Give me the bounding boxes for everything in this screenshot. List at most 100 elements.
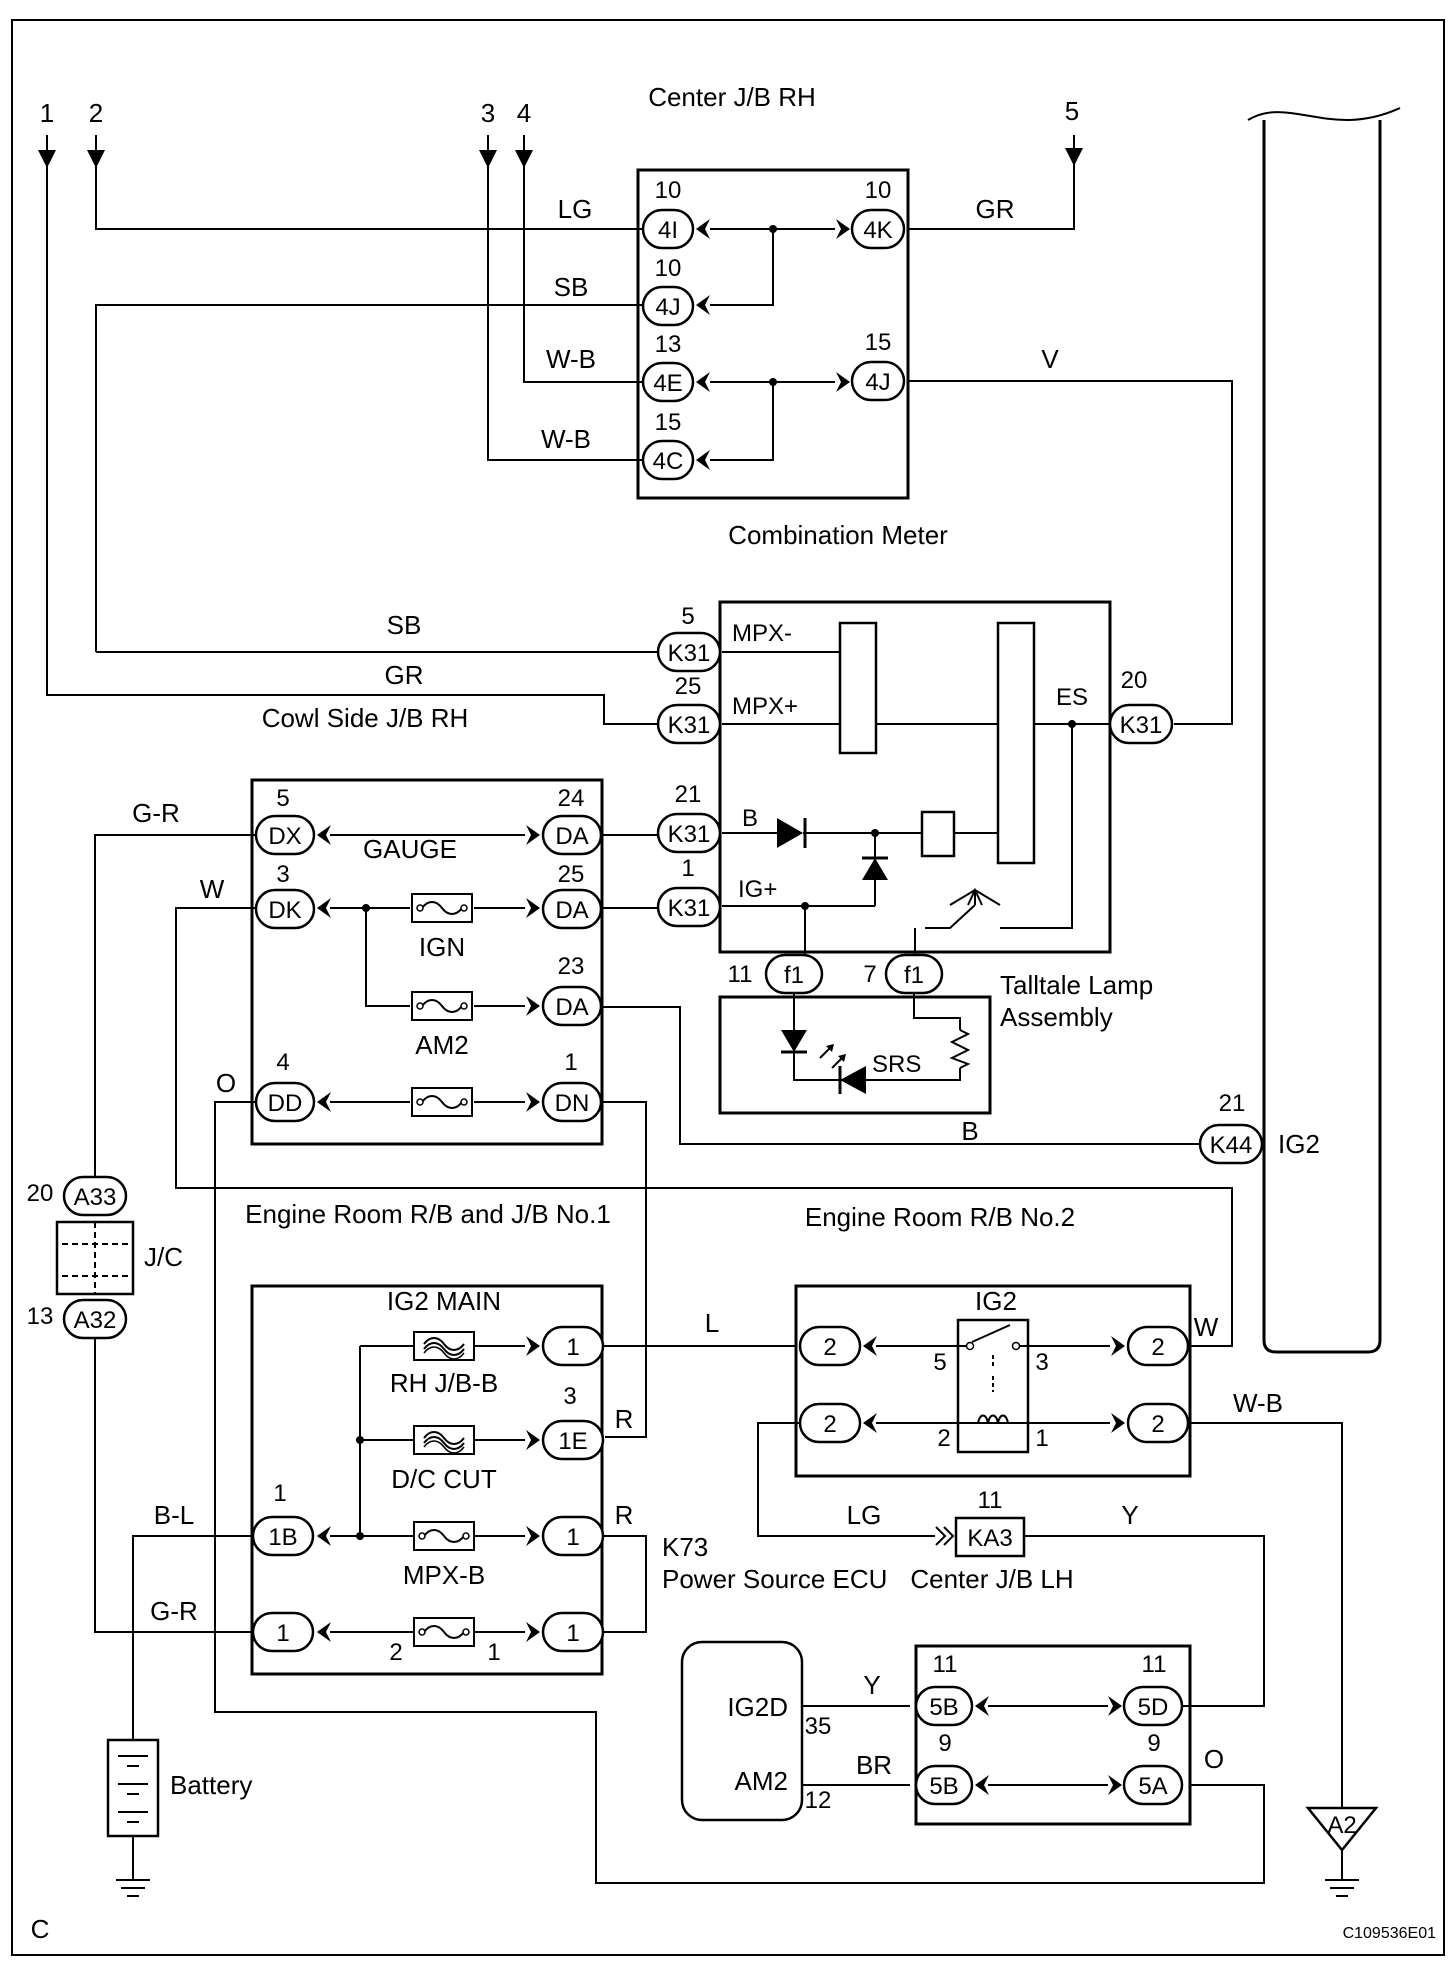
left-1-conn: 1	[276, 1620, 289, 1647]
power-source-ecu: IG2D AM2 35 12	[680, 1640, 832, 1822]
wire-l-label: L	[705, 1308, 719, 1338]
dd-conn: DD	[268, 1090, 303, 1117]
da-24-pin: 24	[558, 785, 585, 812]
1b-pin: 1	[273, 1480, 286, 1507]
talltale-box	[718, 995, 992, 1115]
erb2-conn-1: 2	[823, 1334, 836, 1361]
term-es: ES	[1056, 684, 1088, 711]
k31-21-conn: K31	[668, 821, 711, 848]
erb2-box	[794, 1284, 1192, 1478]
junction-connector: 20 A33 J/C 13 A32	[27, 1175, 183, 1340]
erb2-caption: Engine Room R/B No.2	[805, 1202, 1075, 1232]
signal-5-label: 5	[1065, 96, 1079, 126]
srs-label: SRS	[872, 1051, 921, 1078]
wire-y-ecu-label: Y	[863, 1670, 880, 1700]
center-jb-lh-label: Center J/B LH	[910, 1564, 1073, 1594]
block-5	[914, 1644, 1192, 1826]
wire-w-dk-label: W	[200, 874, 225, 904]
dx-conn: DX	[268, 823, 301, 850]
da-25-conn: DA	[555, 897, 588, 924]
dn-pin: 1	[564, 1049, 577, 1076]
dc-cut-label: D/C CUT	[391, 1464, 497, 1494]
wire-gr-dx	[94, 834, 256, 1177]
a33-conn: A33	[74, 1184, 117, 1211]
talltale-connectors: 11 f1 7 f1	[728, 953, 944, 995]
erb2-conn-4: 2	[1151, 1411, 1164, 1438]
k31-5-pin: 5	[681, 603, 694, 630]
wire-lg-label: LG	[558, 194, 593, 224]
a2-label: A2	[1327, 1812, 1356, 1839]
wire-w-dk	[175, 907, 1233, 1347]
right-1-conn-a: 1	[566, 1334, 579, 1361]
combination-meter-label: Combination Meter	[728, 520, 948, 550]
wire-wb-13	[523, 168, 645, 383]
wire-w-label: W	[1194, 1312, 1219, 1342]
signal-4-label: 4	[517, 98, 531, 128]
da-24-conn: DA	[555, 823, 588, 850]
signal-3-label: 3	[481, 98, 495, 128]
connector-k44: 21 K44 IG2	[1198, 1090, 1320, 1165]
signal-1-label: 1	[40, 98, 54, 128]
pin-4K: 10	[865, 177, 892, 204]
wire-gr-label: GR	[976, 194, 1015, 224]
battery-label: Battery	[170, 1770, 252, 1800]
relay-pin-5: 5	[933, 1349, 946, 1376]
ecu-pin-12: 12	[805, 1787, 832, 1814]
footer-left: C	[31, 1914, 50, 1944]
connector-k31-5: 5 K31	[656, 603, 722, 673]
pin-4J-left: 10	[655, 255, 682, 282]
wire-wb-label-2: W-B	[541, 424, 591, 454]
wire-br-label: BR	[856, 1750, 892, 1780]
conn-4J-left: 4J	[655, 294, 680, 321]
ig2-main-label: IG2 MAIN	[387, 1286, 501, 1316]
5a-conn: 5A	[1138, 1773, 1167, 1800]
dx-pin: 5	[276, 785, 289, 812]
da-23-pin: 23	[558, 953, 585, 980]
combination-meter-box	[718, 600, 1112, 954]
relay-pin-3: 3	[1035, 1349, 1048, 1376]
right-1-conn-b: 1	[566, 1524, 579, 1551]
talltale-label-1: Talltale Lamp	[1000, 970, 1153, 1000]
f1-11-conn: f1	[784, 962, 804, 989]
ground-a2: A2	[1305, 1806, 1379, 1897]
ig2-relay: IG2 5 3 2 1	[863, 1286, 1125, 1454]
connector-4E: 13 4E	[641, 331, 695, 403]
k31-25-pin: 25	[675, 673, 702, 700]
wire-v-label: V	[1041, 344, 1059, 374]
erb1-lower-connectors: 1 1B 1 1 3 1E 1 1	[251, 1325, 605, 1653]
conn-4C: 4C	[653, 448, 684, 475]
term-mpx-minus: MPX-	[732, 620, 792, 647]
1e-conn: 1E	[558, 1428, 587, 1455]
connector-4J-left: 10 4J	[641, 255, 695, 327]
fuse-pin-2: 2	[389, 1639, 402, 1666]
da-23-conn: DA	[555, 994, 588, 1021]
5b-9-conn: 5B	[929, 1773, 958, 1800]
wire-y-ka3-label: Y	[1121, 1500, 1138, 1530]
battery: Battery	[106, 1738, 252, 1897]
erb1-lower-internal: RH J/B-B D/C CUT MPX-B 2 1	[317, 1331, 540, 1666]
ecu-am2: AM2	[735, 1766, 788, 1796]
f1-7-conn: f1	[904, 962, 924, 989]
wire-o-dd	[214, 1101, 1265, 1884]
body-ground-bar	[1262, 120, 1382, 1354]
wire-lg-ka3-label: LG	[847, 1500, 882, 1530]
wire-v	[908, 380, 1233, 725]
a32-pin: 13	[27, 1303, 54, 1330]
k31-1-pin: 1	[681, 855, 694, 882]
connector-4C: 15 4C	[641, 409, 695, 481]
wire-o-dd-label: O	[216, 1068, 236, 1098]
pin-4I: 10	[655, 177, 682, 204]
gauge-label: GAUGE	[363, 834, 457, 864]
mpx-b-label: MPX-B	[403, 1560, 485, 1590]
dd-pin: 4	[276, 1049, 289, 1076]
wire-sb-top	[95, 304, 645, 652]
wire-b-am2-k44	[600, 1006, 1200, 1145]
a33-pin: 20	[27, 1180, 54, 1207]
wire-sb-label: SB	[554, 272, 589, 302]
meter-internal	[722, 621, 1110, 955]
wire-wb-15	[487, 168, 645, 461]
k31-25-conn: K31	[668, 712, 711, 739]
f1-7-pin: 7	[863, 961, 876, 988]
k31-20-conn: K31	[1120, 712, 1163, 739]
